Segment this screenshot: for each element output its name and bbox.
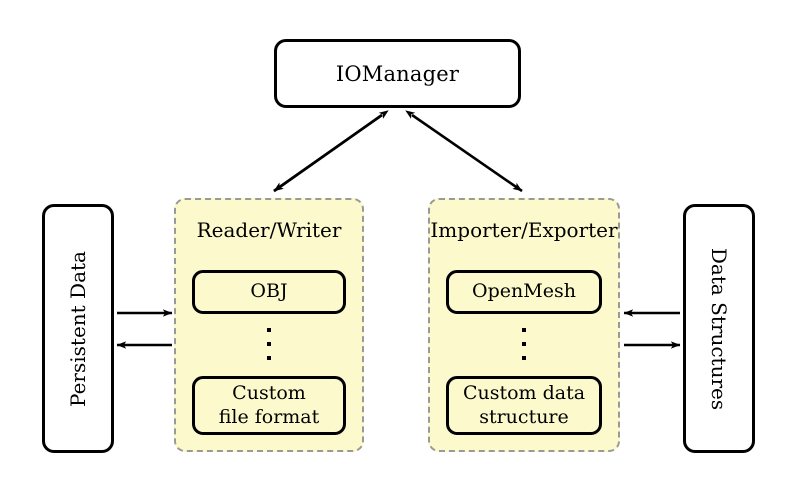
persistent-data-label-wrap: Persistent Data <box>45 207 111 450</box>
importer-exporter-panel-title: Importer/Exporter <box>430 218 618 242</box>
importer-exporter-panel[interactable]: Importer/Exporter OpenMesh Custom data s… <box>428 198 620 452</box>
module-custom-file-format-line1: Custom <box>232 382 306 405</box>
data-structures-label: Data Structures <box>707 247 731 410</box>
module-obj-label: OBJ <box>250 280 288 303</box>
persistent-data-node[interactable]: Persistent Data <box>42 204 114 453</box>
module-custom-data-structure-line2: structure <box>479 405 569 428</box>
module-openmesh-label: OpenMesh <box>472 280 576 303</box>
arrow-iomanager-importerexporter <box>405 110 523 193</box>
data-structures-label-wrap: Data Structures <box>686 207 752 450</box>
reader-writer-panel-title: Reader/Writer <box>196 218 342 242</box>
module-custom-file-format[interactable]: Custom file format <box>192 376 346 435</box>
module-custom-data-structure[interactable]: Custom data structure <box>446 376 602 435</box>
data-structures-node[interactable]: Data Structures <box>683 204 755 453</box>
persistent-data-label: Persistent Data <box>66 250 91 407</box>
reader-writer-panel[interactable]: Reader/Writer OBJ Custom file format <box>174 198 364 452</box>
reader-writer-ellipsis-icon <box>176 328 362 360</box>
io-manager-node[interactable]: IOManager <box>274 39 521 108</box>
importer-exporter-ellipsis-icon <box>430 328 618 360</box>
io-manager-label: IOManager <box>335 61 460 86</box>
arrow-iomanager-readerwriter <box>273 113 383 193</box>
module-custom-file-format-line2: file format <box>218 405 320 428</box>
module-custom-data-structure-line1: Custom data <box>462 382 586 405</box>
module-custom-data-structure-label: Custom data structure <box>463 382 585 428</box>
module-obj[interactable]: OBJ <box>192 270 346 314</box>
module-openmesh[interactable]: OpenMesh <box>446 270 602 314</box>
module-custom-file-format-label: Custom file format <box>219 382 320 428</box>
